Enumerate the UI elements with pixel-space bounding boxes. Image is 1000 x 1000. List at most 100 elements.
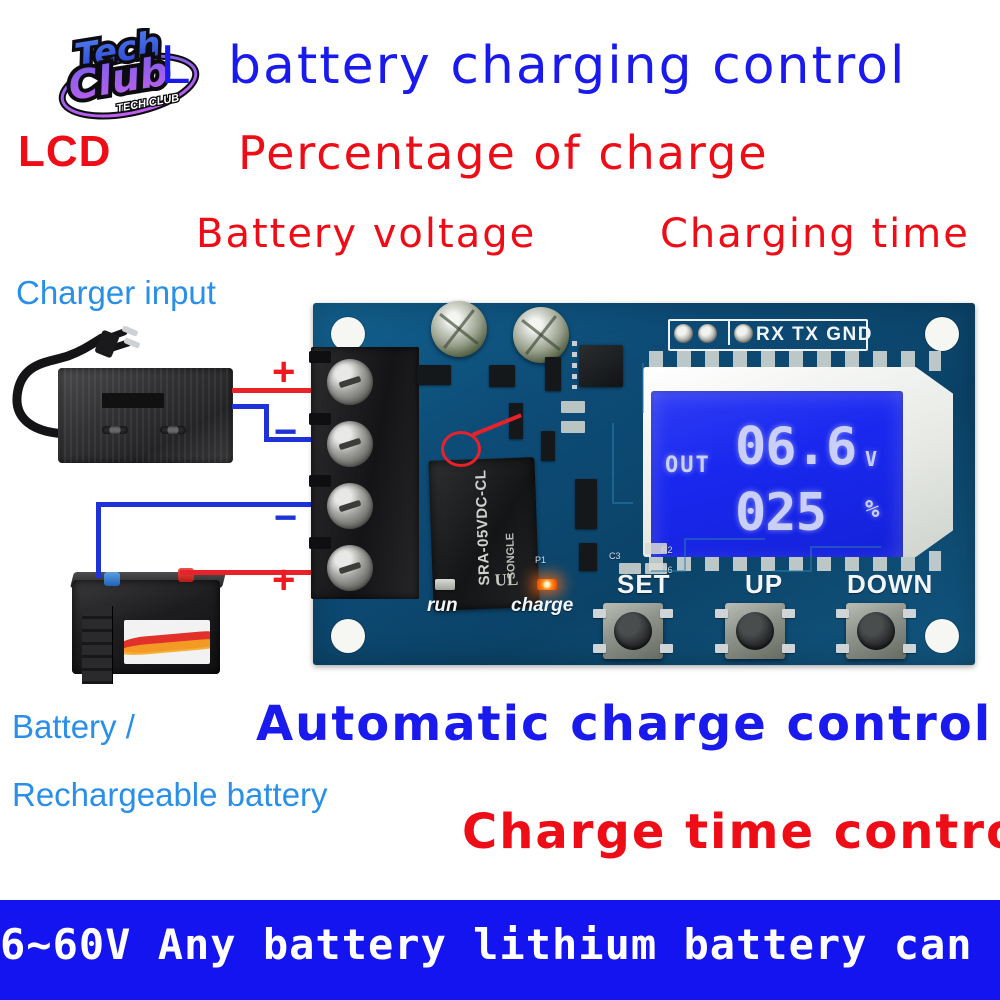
- lcd-screen: OUT 06.6 V 025 %: [651, 391, 903, 557]
- silk-ref-c1: C3: [609, 551, 621, 561]
- terminal-screw-4-battery-positive[interactable]: [327, 545, 373, 591]
- down-button-leg-bl: [836, 644, 849, 653]
- header-divider: [728, 321, 730, 345]
- charger-plus-marker: +: [272, 350, 296, 394]
- smd-resistor-2: [561, 421, 585, 433]
- pad-tx[interactable]: [698, 324, 717, 343]
- lcd-percent-value: 025: [735, 483, 827, 543]
- screw-terminal-block[interactable]: [309, 347, 419, 599]
- up-button-leg-bl: [715, 644, 728, 653]
- terminal-slot-2: [309, 413, 331, 425]
- battery-label-line1: Battery /: [12, 708, 135, 745]
- tech-club-logo: Tech Tech Club Club TECH CLUB: [55, 20, 215, 120]
- charger-ac-cable: [12, 326, 140, 439]
- battery-plus-marker: +: [272, 558, 296, 602]
- smd-diode-2: [509, 403, 523, 439]
- automatic-charge-control-label: Automatic charge control: [256, 696, 993, 752]
- smd-resistor-5: [645, 543, 667, 554]
- terminal-screw-2-charger-negative[interactable]: [327, 421, 373, 467]
- down-button-leg-tl: [836, 609, 849, 618]
- down-button-cap[interactable]: [857, 612, 895, 650]
- up-button-label: UP: [745, 569, 784, 599]
- lcd-mode-label: OUT: [665, 453, 711, 478]
- set-button-leg-tr: [660, 609, 673, 618]
- smd-resistor-4: [645, 563, 667, 574]
- lcd-pins-top: [649, 351, 941, 371]
- set-button-cap[interactable]: [614, 612, 652, 650]
- set-button-leg-bl: [593, 644, 606, 653]
- smd-resistor-1: [561, 401, 585, 413]
- battery-side-ribs: [82, 606, 113, 684]
- percentage-callout-label: Percentage of charge: [238, 126, 769, 180]
- pcb-traces: [612, 363, 881, 572]
- smd-diode-1: [545, 357, 561, 391]
- charger-power-supply: [12, 326, 233, 463]
- tech-club-logo-svg: Tech Tech Club Club TECH CLUB: [58, 20, 200, 120]
- wire-charger-negative-seg1: [232, 404, 268, 409]
- smd-transistor-2: [489, 365, 515, 387]
- lcd-voltage-unit: V: [865, 447, 878, 471]
- smd-diode-3: [541, 431, 555, 461]
- mounting-hole-top-right: [925, 317, 959, 351]
- page-title-lcd-prefix: L: [160, 36, 191, 96]
- uart-header-rx-tx-gnd[interactable]: RX TX GND: [668, 319, 871, 351]
- set-button-leg-tl: [593, 609, 606, 618]
- uart-header-label: RX TX GND: [756, 324, 873, 345]
- set-button-leg-br: [660, 644, 673, 653]
- smd-transistor-4: [579, 543, 597, 571]
- bottom-banner: 6~60V Any battery lithium battery can be…: [0, 900, 1000, 1000]
- rechargeable-battery: [62, 566, 232, 684]
- battery-minus-marker: −: [274, 496, 298, 540]
- set-button[interactable]: [593, 603, 673, 659]
- charger-nameplate: [102, 393, 164, 408]
- battery-negative-terminal: [104, 572, 120, 586]
- up-button[interactable]: [715, 603, 795, 659]
- pad-rx[interactable]: [674, 324, 693, 343]
- electrolytic-capacitor-1: [431, 301, 487, 357]
- charger-body: [58, 368, 233, 463]
- lcd-display-module: OUT 06.6 V 025 %: [643, 351, 953, 571]
- charger-led-left: [102, 426, 128, 434]
- up-button-leg-tl: [715, 609, 728, 618]
- electrolytic-capacitor-2: [513, 307, 569, 363]
- charger-ridges: [58, 368, 233, 463]
- smd-transistor-1: [417, 365, 451, 385]
- terminal-screw-1-charger-positive[interactable]: [327, 359, 373, 405]
- terminal-screw-3-battery-negative[interactable]: [327, 483, 373, 529]
- charger-input-label: Charger input: [16, 274, 216, 311]
- battery-case: [72, 580, 220, 684]
- lcd-callout-label: LCD: [18, 127, 112, 176]
- down-button-label: DOWN: [847, 569, 934, 599]
- wire-battery-negative-seg1: [96, 502, 460, 507]
- down-button-leg-br: [903, 644, 916, 653]
- voltage-regulator-ic: [579, 345, 623, 387]
- lcd-percent-unit: %: [865, 495, 880, 523]
- charger-led-right: [160, 426, 186, 434]
- battery-brand-label: [124, 620, 210, 664]
- charger-minus-marker: −: [274, 410, 298, 454]
- pad-gnd[interactable]: [734, 324, 753, 343]
- run-led: [435, 579, 455, 590]
- terminal-slot-1: [309, 351, 331, 363]
- charge-control-board: RX TX GND SRA-05VDC-CL SONGLE UL OUT 06.…: [309, 301, 975, 665]
- wire-charger-negative-seg2: [264, 404, 269, 441]
- silk-ref-p1: P1: [535, 555, 547, 565]
- up-button-leg-br: [782, 644, 795, 653]
- set-button-label: SET: [617, 569, 671, 599]
- mounting-hole-bottom-right: [925, 619, 959, 653]
- charging-time-callout-label: Charging time: [660, 211, 970, 257]
- up-button-leg-tr: [782, 609, 795, 618]
- up-button-cap[interactable]: [736, 612, 774, 650]
- mounting-hole-top-left: [331, 317, 365, 351]
- terminal-slot-3: [309, 475, 331, 487]
- down-button[interactable]: [836, 603, 916, 659]
- charge-time-control-label: Charge time control: [462, 804, 1000, 860]
- smd-transistor-3: [575, 479, 597, 529]
- battery-label-line2: Rechargeable battery: [12, 776, 328, 813]
- down-button-leg-tr: [903, 609, 916, 618]
- page-title: battery charging control: [228, 36, 907, 96]
- relay-callout-circle: [441, 431, 481, 467]
- wire-battery-negative-seg2: [96, 502, 101, 578]
- charge-led-label: charge: [511, 595, 574, 616]
